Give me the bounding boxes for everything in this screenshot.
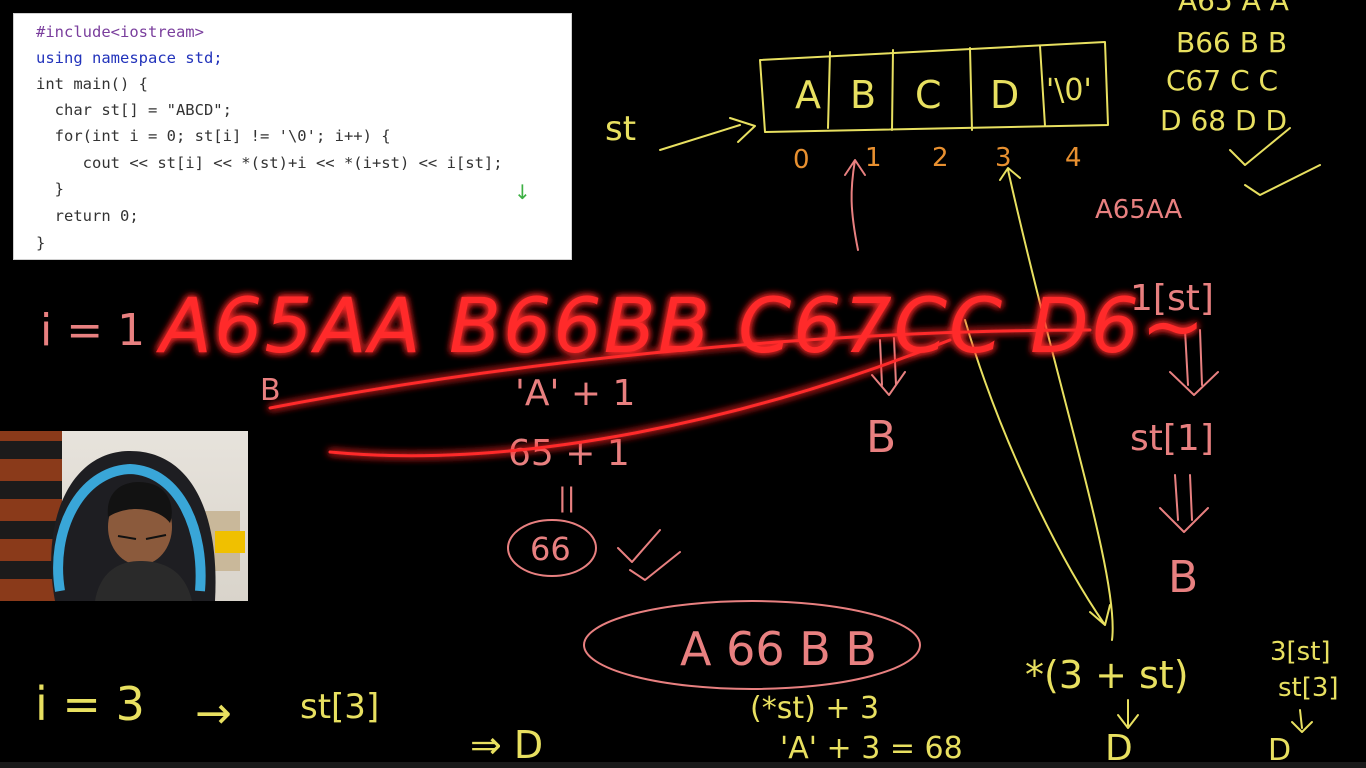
boxed-result: A 66 B B [680, 622, 877, 676]
d-bottom: D [1105, 728, 1133, 768]
index-4: 4 [1065, 143, 1082, 173]
check-66 [617, 529, 681, 581]
code-line-7: } [36, 180, 64, 198]
arrow-to-deref [964, 319, 1111, 626]
st3-small: st[3] [1278, 673, 1339, 703]
mid-b: B [866, 412, 896, 463]
a-plus-3: 'A' + 3 = 68 [780, 731, 963, 766]
ascii-row-b: B66 B B [1176, 26, 1287, 59]
st-1: st[1] [1130, 418, 1214, 459]
code-line-9: } [36, 234, 46, 252]
code-line-3: int main() { [36, 75, 148, 93]
i-equals-3: i = 3 [35, 677, 145, 731]
arrow-down-right-2 [1159, 474, 1209, 533]
red-underline-1 [268, 328, 1092, 410]
arrow-down-right-1 [1169, 329, 1219, 396]
i-equals-1: i = 1 [40, 305, 145, 356]
ascii-row-c: C67 C C [1166, 64, 1278, 97]
scratch-top: A65AA [1095, 195, 1182, 225]
array-cell-a: A [795, 73, 821, 117]
three-st: 3[st] [1270, 637, 1331, 667]
one-st: 1[st] [1130, 278, 1214, 319]
presenter-video [0, 431, 245, 601]
ascii-row-a: A65 A A [1178, 0, 1289, 17]
d-small: D [1268, 733, 1291, 768]
arrow-right: → [195, 688, 232, 739]
array-label: st [605, 109, 636, 149]
ascii-checkmarks [1229, 127, 1321, 196]
deref-st-plus: (*st) + 3 [750, 691, 879, 726]
ascii-row-d: D 68 D D [1160, 104, 1287, 137]
implies-d: ⇒ D [470, 723, 543, 767]
webcam-overlay [0, 431, 248, 601]
code-line-6: cout << st[i] << *(st)+i << *(i+st) << i… [36, 154, 503, 172]
arrow-down-small [1291, 709, 1313, 733]
video-progress-track[interactable] [0, 762, 1366, 768]
code-snippet-panel: #include<iostream> using namespace std; … [13, 13, 572, 260]
code-line-2: using namespace std; [36, 49, 223, 67]
equals-bars: || [558, 483, 576, 513]
scratch-b-left: B [260, 373, 281, 408]
index-3: 3 [995, 143, 1012, 173]
index-1: 1 [865, 143, 882, 173]
index-2: 2 [932, 143, 949, 173]
code-arrow-mark: ↓ [514, 180, 531, 204]
code-line-5: for(int i = 0; st[i] != '\0'; i++) { [36, 127, 391, 145]
index-0: 0 [793, 145, 810, 175]
code-line-1: #include<iostream> [36, 23, 204, 41]
array-indices: 0 1 2 3 4 [793, 143, 1082, 175]
arrow-down-deref [1117, 699, 1139, 729]
code-line-8: return 0; [36, 207, 139, 225]
arrow-up-index-1 [844, 159, 866, 251]
st-3: st[3] [300, 687, 379, 727]
sum-65-plus-1: 65 + 1 [508, 433, 630, 474]
red-underline-2 [328, 338, 952, 458]
char-plus-one: 'A' + 1 [515, 373, 635, 414]
red-output-group: A65AA B66BB C67CC D6~ [155, 281, 1207, 458]
right-b: B [1168, 552, 1198, 603]
circle-66 [507, 519, 597, 577]
array-cell-null: '\0' [1046, 73, 1092, 108]
deref-expr: *(3 + st) [1025, 653, 1189, 697]
array-cell-d: D [990, 73, 1019, 117]
result-ellipse [583, 600, 921, 690]
array-cell-b: B [850, 73, 876, 117]
result-66: 66 [530, 530, 571, 568]
red-output-text: A65AA B66BB C67CC D6~ [155, 281, 1207, 370]
code-line-4: char st[] = "ABCD"; [36, 101, 232, 119]
array-cells: A B C D '\0' [795, 73, 1092, 117]
arrow-index-3 [999, 167, 1114, 641]
array-diagram [659, 41, 1109, 151]
ascii-table: A65 A A B66 B B C67 C C D 68 D D [1160, 0, 1289, 137]
array-cell-c: C [915, 73, 942, 117]
